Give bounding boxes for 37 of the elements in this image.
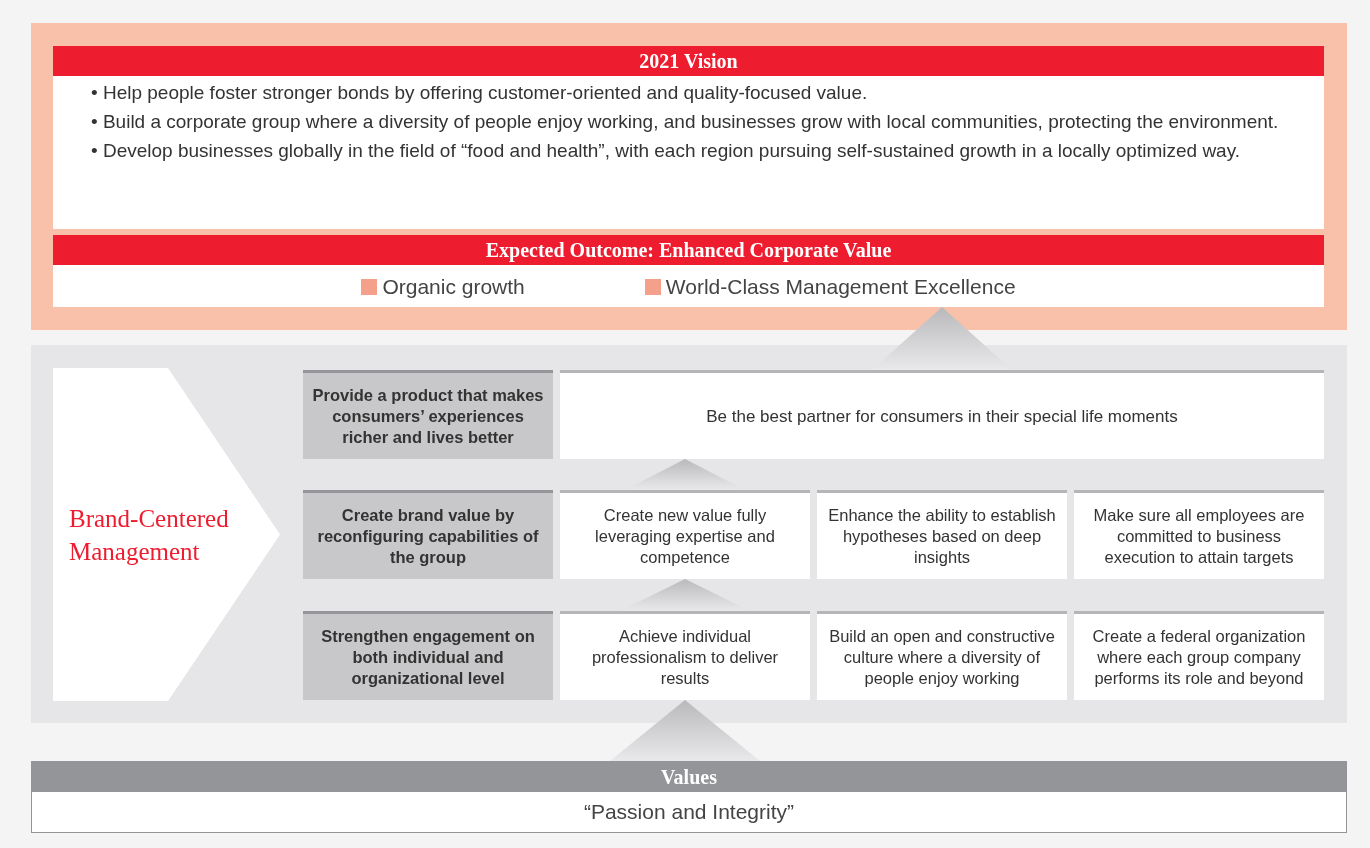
content-cell — [560, 611, 810, 700]
chevron-text: Brand-Centered Management — [68, 503, 230, 567]
content-cell — [817, 611, 1067, 700]
cell-text: Build an open and constructive culture where a diversity of people enjoy working — [828, 625, 1056, 689]
arrow — [610, 699, 760, 762]
cell-text: Make sure all employees are committed to business execution to attain targets — [1092, 504, 1306, 568]
value-text: “Passion and Integrity” — [582, 799, 796, 825]
outcome-panel — [53, 235, 1324, 307]
bullet-text: • Develop businesses globally in the field of “food and health”, with each region pursuing self-sustained growth in a locally optimized way. — [91, 140, 1242, 162]
bullet-text: • Help people foster stronger bonds by offering customer-oriented and quality-focused value. — [91, 82, 869, 104]
row-heading-cell — [303, 490, 553, 579]
cell-text: Be the best partner for consumers in their special life moments — [706, 405, 1178, 427]
cell-text: Strengthen engagement on both individual and organizational level — [320, 625, 536, 689]
bullet-text: • Build a corporate group where a diversity of people enjoy working, and businesses grow with local communities, protecting the environment. — [91, 111, 1280, 133]
cell-text: Create brand value by reconfiguring capabilities of the group — [316, 504, 540, 568]
heading-bar: Values — [32, 762, 1346, 792]
content-cell — [1074, 490, 1324, 579]
item-text: World-Class Management Excellence — [665, 274, 1016, 300]
chevron-shape — [53, 368, 280, 701]
content-cell — [560, 490, 810, 579]
row-heading-cell — [303, 611, 553, 700]
cell-text: Provide a product that makes consumers’ experiences richer and lives better — [311, 384, 545, 448]
values-panel — [31, 761, 1347, 833]
content-cell — [1074, 611, 1324, 700]
heading-bar: 2021 Vision — [53, 46, 1324, 76]
outer-panel — [31, 345, 1347, 723]
content-cell — [817, 490, 1067, 579]
content-cell — [560, 370, 1324, 459]
outer-panel — [31, 23, 1347, 330]
heading-bar: Expected Outcome: Enhanced Corporate Value — [53, 235, 1324, 265]
cell-text: Create a federal organization where each group company performs its role and beyond — [1091, 625, 1307, 689]
row-heading-cell — [303, 370, 553, 459]
cell-text: Achieve individual professionalism to deliver results — [590, 625, 780, 689]
vision-panel — [53, 46, 1324, 229]
cell-text: Create new value fully leveraging expertise and competence — [594, 504, 776, 568]
item-text: Organic growth — [382, 274, 525, 300]
cell-text: Enhance the ability to establish hypotheses based on deep insights — [827, 504, 1057, 568]
